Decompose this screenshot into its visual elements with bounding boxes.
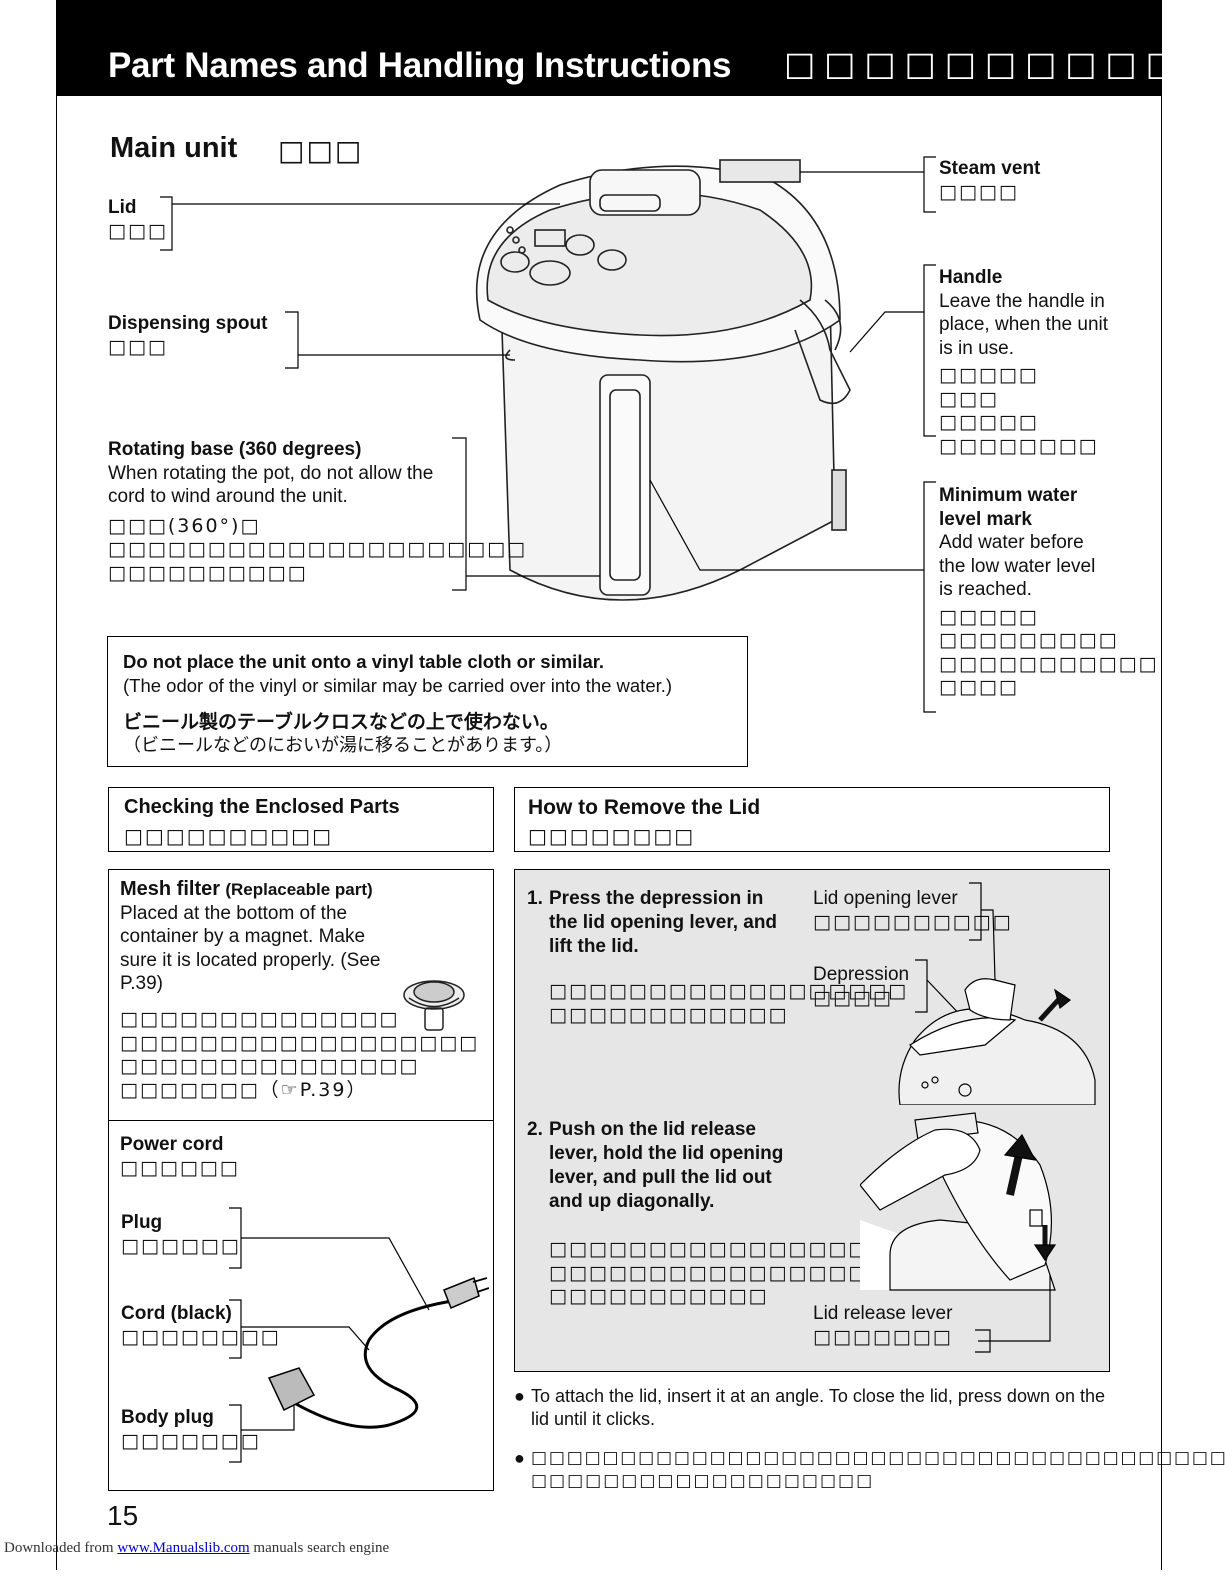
page-frame — [56, 0, 1162, 1570]
attach-lid-note-jp: ● □□□□□□□□□□□□□□□□□□□□□□□□□□□□□□□□□□□□□□… — [514, 1448, 1225, 1491]
remove-lid-heading-jp: □□□□□□□□ — [528, 824, 696, 848]
warning-line4: （ビニールなどのにおいが湯に移ることがあります。） — [123, 735, 563, 756]
step2-illustration — [860, 1112, 1057, 1353]
depression-label: Depression□□□□ — [813, 964, 910, 1009]
warning-line1: Do not place the unit onto a vinyl table… — [123, 651, 605, 672]
page-header: Part Names and Handling Instructions □□□… — [56, 0, 1225, 96]
body-plug-label: Body plug□□□□□□□ — [121, 1407, 261, 1452]
mesh-filter-jp: □□□□□□□□□□□□□□ □□□□□□□□□□□□□□□□□□ □□□□□□… — [120, 1008, 480, 1101]
enclosed-parts-heading: Checking the Enclosed Parts — [124, 796, 400, 818]
main-unit-heading: Main unit — [110, 132, 238, 164]
enclosed-parts-heading-jp: □□□□□□□□□□ — [124, 824, 333, 848]
warning-box: Do not place the unit onto a vinyl table… — [107, 636, 748, 767]
mesh-filter-text: Mesh filter (Replaceable part) Placed at… — [120, 878, 381, 994]
spout-label: Dispensing spout□□□ — [108, 313, 268, 358]
handle-label: Handle Leave the handle in place, when t… — [939, 267, 1109, 457]
bullet-icon: ● — [514, 1386, 525, 1406]
step1-illustration — [898, 882, 1096, 1105]
step1-jp: □□□□□□□□□□□□□□□□□□ □□□□□□□□□□□□ — [549, 980, 909, 1026]
remove-lid-header: How to Remove the Lid □□□□□□□□ — [514, 787, 1110, 852]
power-cord-illustration — [229, 1207, 489, 1463]
warning-line3: ビニール製のテーブルクロスなどの上で使わない。 — [123, 711, 559, 733]
step2-jp: □□□□□□□□□□□□□□□□□ □□□□□□□□□□□□□□□□ □□□□□… — [549, 1238, 889, 1307]
remove-lid-box: 1. Press the depression in the lid openi… — [514, 869, 1110, 1372]
min-water-label: Minimum water level mark Add water befor… — [939, 485, 1159, 698]
pot-illustration — [475, 159, 851, 601]
enclosed-parts-box: Mesh filter (Replaceable part) Placed at… — [108, 869, 494, 1491]
step2-text: 2. Push on the lid release lever, hold t… — [527, 1119, 784, 1212]
main-unit-heading-jp: □□□ — [278, 134, 364, 167]
attach-lid-note: ● To attach the lid, insert it at an ang… — [514, 1386, 1106, 1429]
leader-lines — [160, 156, 936, 713]
page-number: 15 — [107, 1500, 139, 1531]
manualslib-link[interactable]: www.Manualslib.com — [117, 1540, 250, 1556]
step1-text: 1. Press the depression in the lid openi… — [527, 888, 778, 957]
lid-opening-lever-label: Lid opening lever□□□□□□□□□□ — [813, 888, 1013, 933]
mesh-filter-illustration — [403, 980, 465, 1031]
footer: Downloaded from www.Manualslib.com manua… — [4, 1540, 390, 1556]
lid-label: Lid□□□ — [108, 197, 168, 242]
power-cord-label: Power cord□□□□□□ — [120, 1134, 240, 1179]
remove-lid-heading: How to Remove the Lid — [528, 796, 761, 819]
enclosed-divider — [109, 1120, 493, 1121]
page-title: Part Names and Handling Instructions — [108, 46, 732, 85]
warning-line2: (The odor of the vinyl or similar may be… — [123, 675, 673, 696]
lid-release-lever-label: Lid release lever□□□□□□□ — [813, 1303, 953, 1348]
plug-label: Plug□□□□□□ — [121, 1212, 241, 1257]
cord-label: Cord (black)□□□□□□□□ — [121, 1303, 281, 1348]
bullet-icon-jp: ● — [514, 1448, 525, 1468]
rotating-base-label: Rotating base (360 degrees) When rotatin… — [108, 439, 527, 584]
steam-vent-label: Steam vent□□□□ — [939, 158, 1041, 203]
enclosed-parts-header: Checking the Enclosed Parts □□□□□□□□□□ — [108, 787, 494, 852]
page-title-jp: □□□□□□□□□□□□ — [784, 44, 1225, 83]
